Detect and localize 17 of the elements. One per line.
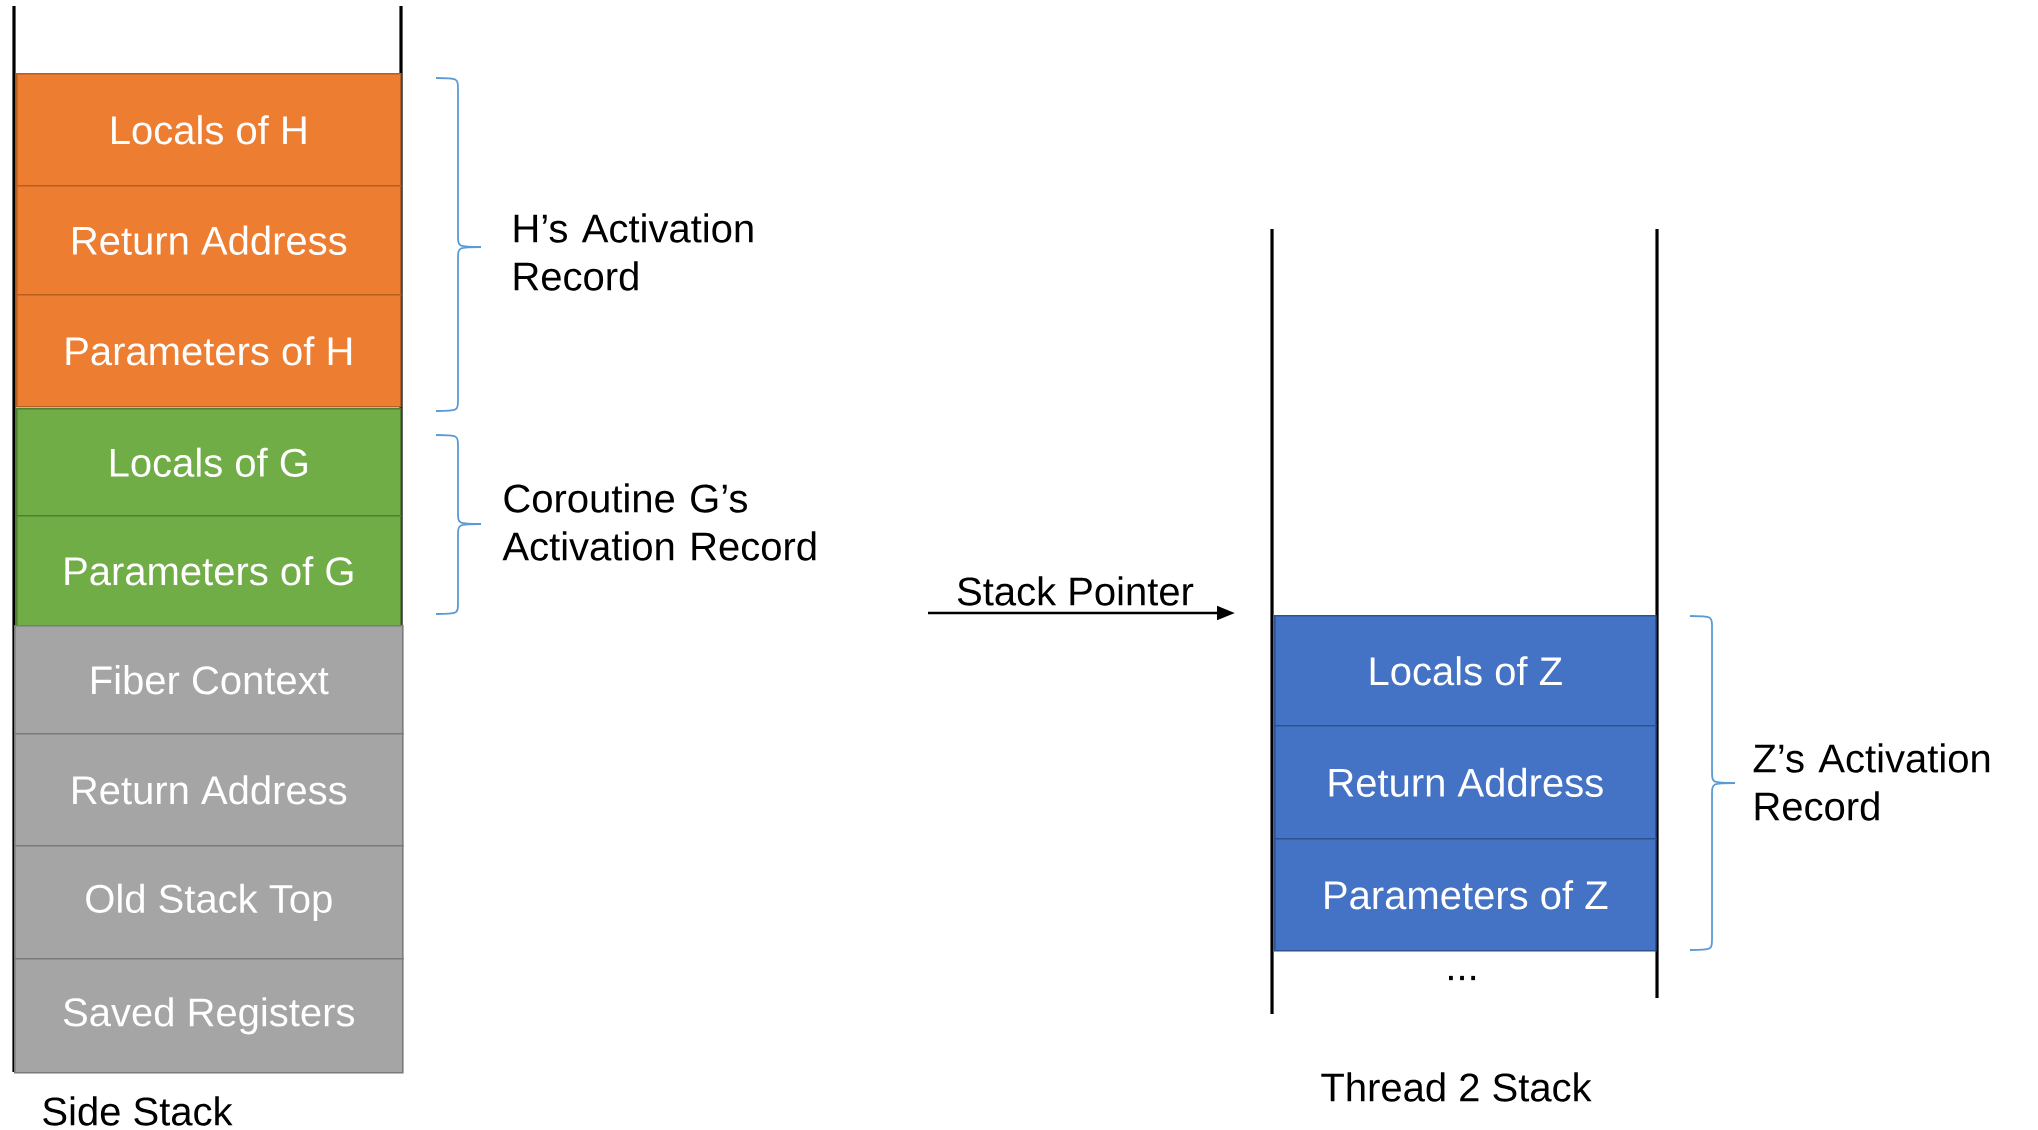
bracket-label: Coroutine G’s Activation Record xyxy=(502,483,816,561)
stack-frame-box: Return Address xyxy=(14,733,404,847)
stack-frame-box: Locals of G xyxy=(16,408,402,517)
stack-frame-box: Old Stack Top xyxy=(14,845,404,960)
stack-frame-box: Parameters of Z xyxy=(1274,838,1657,952)
edge-label: Stack Pointer xyxy=(957,576,1194,606)
bracket-label: Z’s Activation Record xyxy=(1753,743,1990,821)
stack-frame-box: Saved Registers xyxy=(14,958,404,1074)
stack-frame-box: Parameters of H xyxy=(16,294,402,408)
stack-frame-box: Locals of Z xyxy=(1274,615,1657,727)
stack-frame-box: Return Address xyxy=(1274,725,1657,840)
stack-frame-box: Fiber Context xyxy=(14,625,404,735)
stack-caption: Thread 2 Stack xyxy=(1321,1072,1592,1102)
stack-frame-box: Parameters of G xyxy=(16,515,402,627)
stack-frame-box: Return Address xyxy=(16,185,402,296)
stack-frame-box: Locals of H xyxy=(16,73,402,187)
bracket-label: H’s Activation Record xyxy=(514,213,753,291)
